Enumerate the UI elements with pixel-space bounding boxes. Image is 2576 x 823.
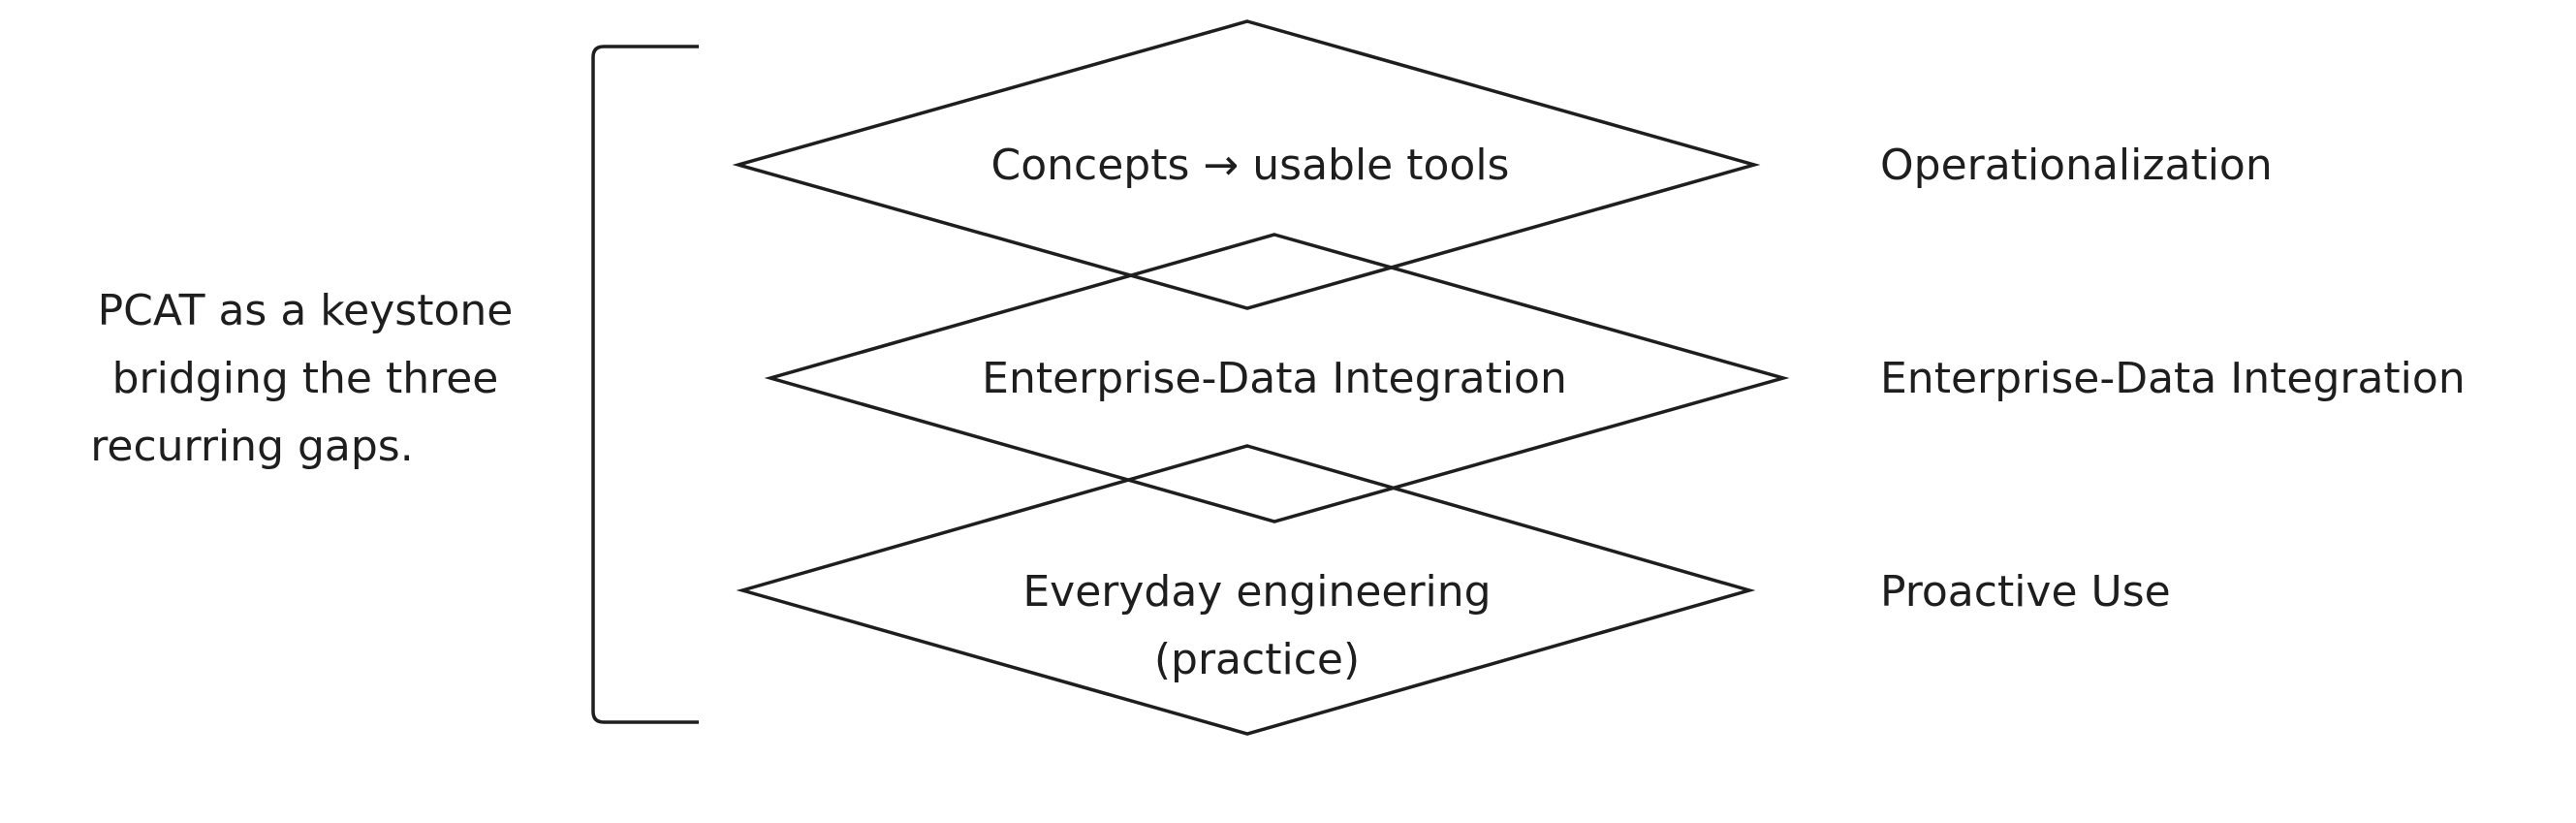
caption-line-3: recurring gaps. xyxy=(90,422,413,471)
side-label-operationalization: Operationalization xyxy=(1880,141,2273,190)
diamond-enterprise-data xyxy=(764,233,1790,523)
caption-line-2: bridging the three xyxy=(112,354,499,403)
side-label-enterprise-data: Enterprise-Data Integration xyxy=(1880,354,2466,403)
diamond-label-everyday-line-2: (practice) xyxy=(1154,635,1360,684)
side-label-proactive-use: Proactive Use xyxy=(1880,567,2171,617)
group-bracket xyxy=(591,45,699,724)
diamond-label-everyday-line-1: Everyday engineering xyxy=(1022,567,1491,617)
caption-line-1: PCAT as a keystone xyxy=(98,286,514,335)
diamond-label-concepts: Concepts → usable tools xyxy=(991,141,1510,190)
diamond-label-enterprise-data: Enterprise-Data Integration xyxy=(982,354,1567,403)
diamond-everyday-engineering-shape xyxy=(736,444,1756,736)
diamond-concepts xyxy=(732,19,1761,310)
